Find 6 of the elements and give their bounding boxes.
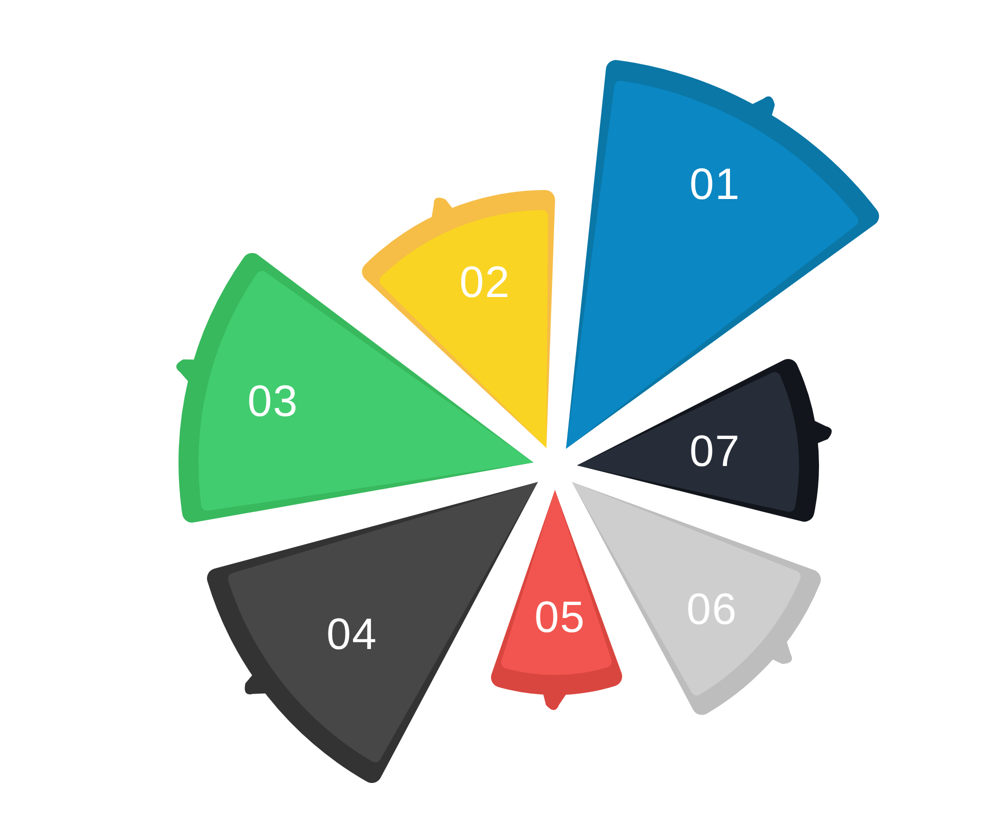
segment-number: 02 xyxy=(460,260,510,305)
segment-number: 05 xyxy=(534,596,586,640)
segment-number: 01 xyxy=(690,162,740,207)
segment-number: 07 xyxy=(690,430,740,474)
segment-number: 03 xyxy=(248,380,298,424)
segment-number: 04 xyxy=(326,612,378,657)
